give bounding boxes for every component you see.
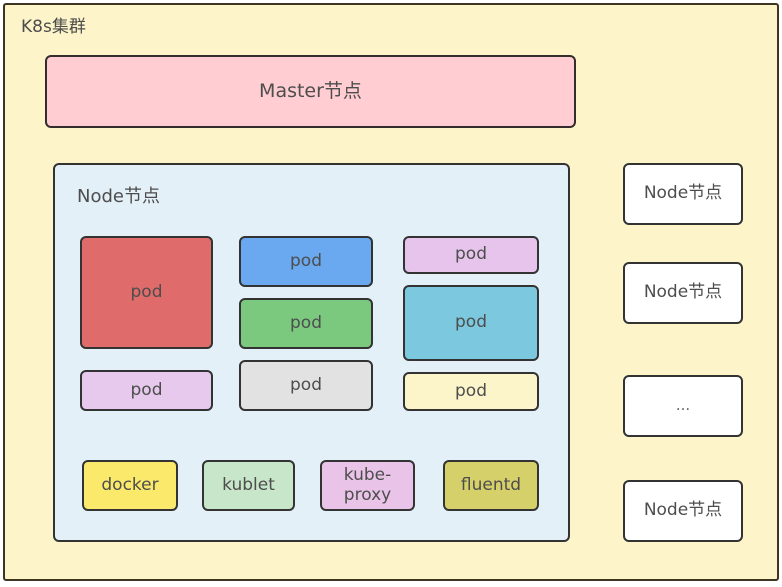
service-box-docker[interactable]: docker [82,460,178,511]
pod-box[interactable]: pod [80,370,213,411]
master-node-box[interactable]: Master节点 [45,55,576,128]
service-box-fluentd[interactable]: fluentd [443,460,539,511]
pod-box[interactable]: pod [403,285,539,361]
pod-box[interactable]: pod [80,236,213,349]
pod-box[interactable]: pod [239,360,373,411]
pod-box[interactable]: pod [239,298,373,349]
service-box-kublet[interactable]: kublet [202,460,295,511]
node-chip[interactable]: Node节点 [623,262,743,324]
pod-box[interactable]: pod [239,236,373,287]
cluster-title: K8s集群 [21,17,86,37]
service-box-kube-proxy[interactable]: kube-proxy [320,460,415,511]
pod-box[interactable]: pod [403,236,539,274]
pod-box[interactable]: pod [403,372,539,411]
node-chip[interactable]: Node节点 [623,163,743,225]
node-container-title: Node节点 [77,186,160,207]
node-chip-ellipsis: ... [623,375,743,437]
node-chip[interactable]: Node节点 [623,480,743,542]
